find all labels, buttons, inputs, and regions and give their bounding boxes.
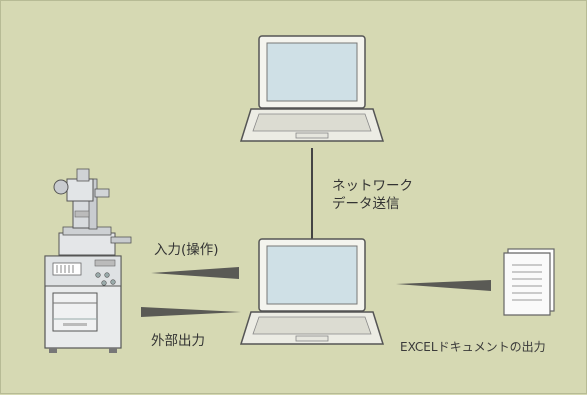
- excel-output-label: EXCELドキュメントの出力: [400, 340, 546, 354]
- input-operation-label: 入力(操作): [154, 242, 219, 258]
- excel-arrow: [396, 280, 491, 291]
- network-label-line1: ネットワーク: [332, 178, 413, 194]
- measuring-instrument-icon: [44, 168, 132, 353]
- output-arrow: [141, 307, 241, 317]
- network-label-line2: データ送信: [332, 196, 400, 212]
- input-arrow: [151, 267, 239, 279]
- external-output-label: 外部出力: [151, 333, 205, 349]
- top-laptop-icon: [239, 35, 385, 142]
- center-laptop-icon: [239, 238, 385, 345]
- document-icon: [503, 248, 555, 316]
